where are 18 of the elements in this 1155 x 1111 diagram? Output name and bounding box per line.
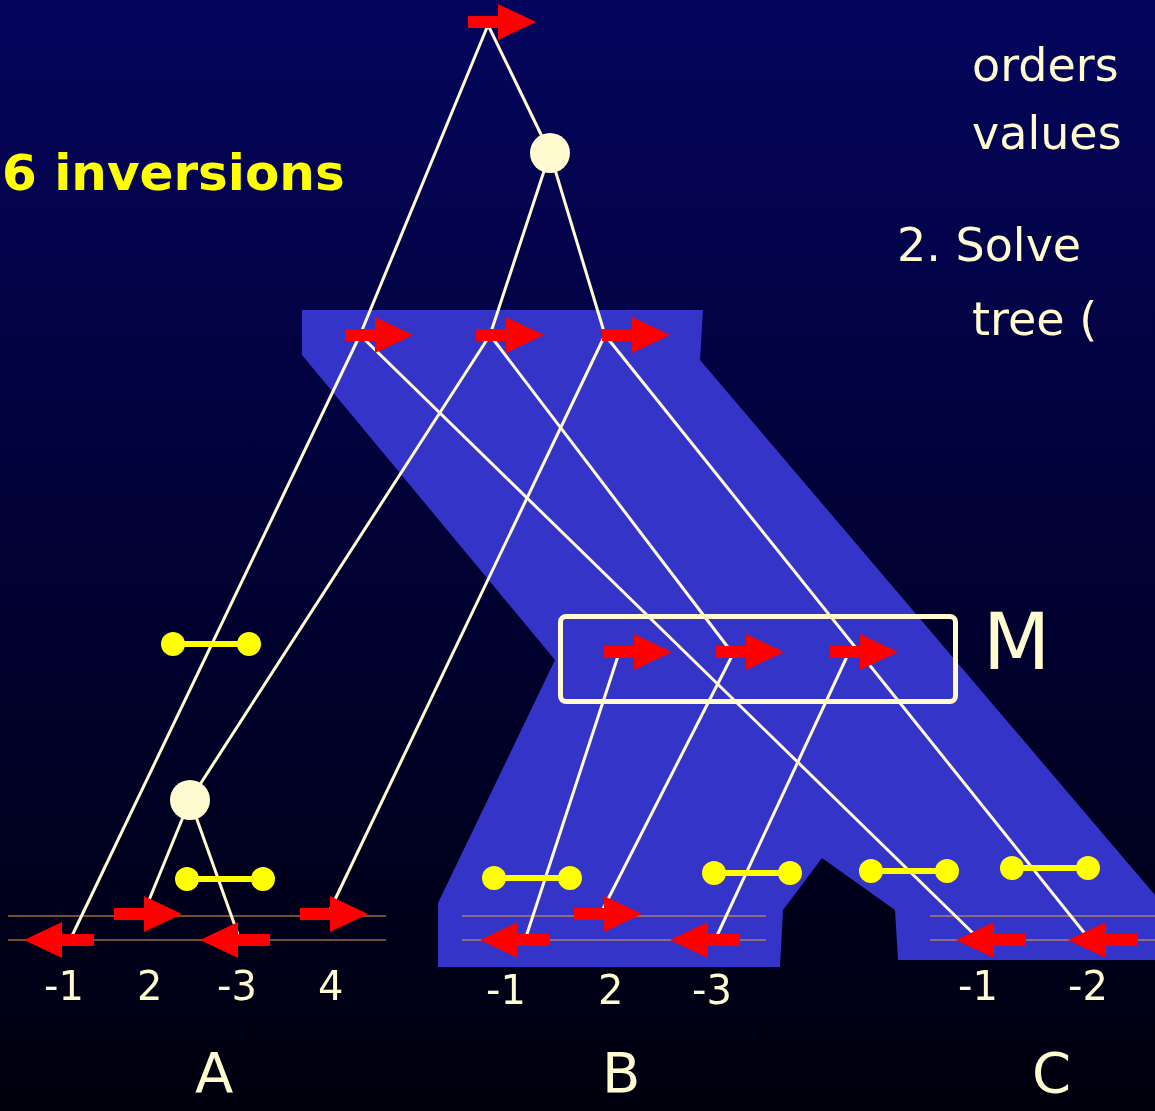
gene-number: -3 (692, 970, 732, 1010)
count-label: 6 inversions (2, 148, 345, 198)
gene-number: -1 (958, 966, 998, 1006)
gene-number: -3 (217, 966, 257, 1006)
step-text: orders (972, 42, 1119, 88)
tree-label: B (602, 1045, 641, 1101)
gene-number: -2 (1068, 966, 1108, 1006)
step-text: tree ( (972, 296, 1098, 342)
gene-number: 4 (318, 966, 344, 1006)
tree-label: C (1032, 1045, 1072, 1101)
gene-number: 2 (598, 970, 624, 1010)
step-text: 2. Solve (897, 222, 1082, 268)
gene-number: -1 (486, 970, 526, 1010)
gene-number: -1 (44, 966, 84, 1006)
frame-label: M (983, 603, 1051, 681)
tree-label: A (195, 1045, 234, 1101)
gene-number: 2 (137, 966, 163, 1006)
step-text: values (972, 110, 1122, 156)
